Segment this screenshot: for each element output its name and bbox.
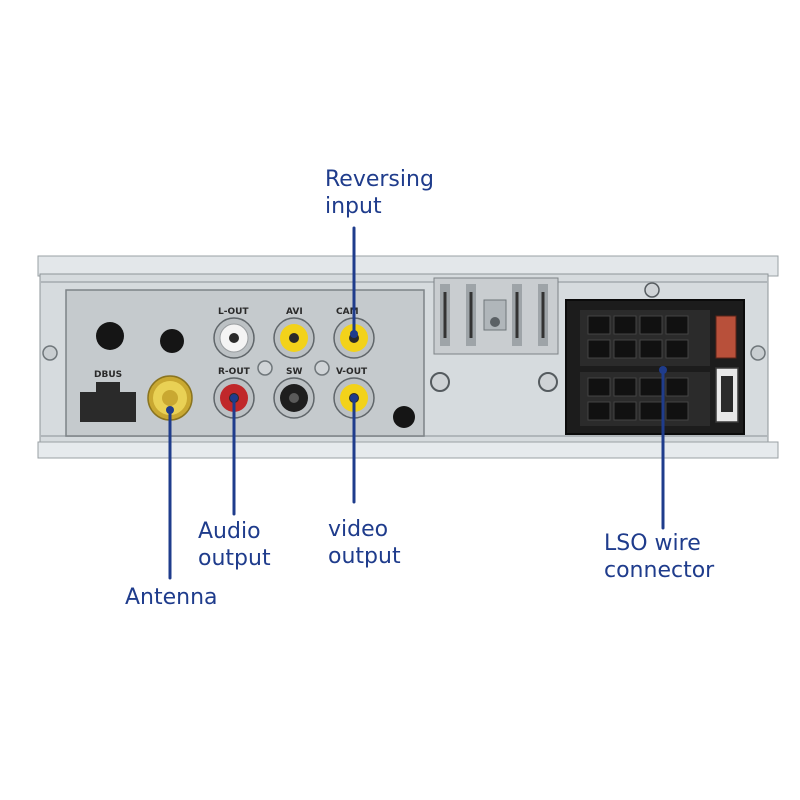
callout-antenna: Antenna bbox=[125, 585, 218, 610]
callout-video-output: video output bbox=[328, 517, 401, 569]
rca-jack-sw bbox=[273, 377, 315, 419]
rca-jack-l-out bbox=[213, 317, 255, 359]
rca-jack-avi bbox=[273, 317, 315, 359]
connector-screw bbox=[644, 282, 660, 298]
rear-io-panel: DBUS L-OUT AVI CAM R-OUT SW V-OUT bbox=[65, 289, 425, 437]
lso-wire-connector bbox=[565, 299, 745, 435]
jack-label-cam: CAM bbox=[336, 307, 359, 317]
panel-screw-left bbox=[430, 372, 450, 392]
leader-dot-reversing-input bbox=[350, 330, 358, 338]
jack-screw-right bbox=[314, 360, 330, 376]
jack-label-rout: R-OUT bbox=[218, 367, 251, 377]
callout-reversing-input: Reversing input bbox=[325, 167, 434, 219]
jack-label-sw: SW bbox=[286, 367, 302, 377]
antenna-socket bbox=[147, 375, 193, 421]
jack-label-lout: L-OUT bbox=[218, 307, 249, 317]
panel-screw-right bbox=[538, 372, 558, 392]
leader-dot-antenna bbox=[166, 406, 174, 414]
leader-dot-video-output bbox=[350, 394, 358, 402]
chassis-top-rail bbox=[37, 255, 779, 277]
callout-lso-connector: LSO wire connector bbox=[604, 531, 715, 583]
side-screw-left bbox=[42, 345, 58, 361]
jack-label-avi: AVI bbox=[286, 307, 303, 317]
chassis-bottom-rail bbox=[37, 441, 779, 459]
leader-dot-audio-output bbox=[230, 394, 238, 402]
callout-audio-output: Audio output bbox=[198, 519, 271, 571]
panel-hole-small bbox=[393, 406, 415, 428]
jack-label-vout: V-OUT bbox=[336, 367, 368, 377]
dbus-port bbox=[80, 382, 136, 422]
side-screw-right bbox=[750, 345, 766, 361]
leader-lines bbox=[168, 226, 665, 580]
panel-hole-middle bbox=[160, 329, 184, 353]
dbus-label: DBUS bbox=[94, 370, 122, 380]
jack-screw-left bbox=[257, 360, 273, 376]
fuse bbox=[715, 315, 737, 359]
panel-hole-left bbox=[96, 322, 124, 350]
leader-dot-lso-connector bbox=[659, 366, 667, 374]
vent-slots bbox=[433, 277, 559, 355]
